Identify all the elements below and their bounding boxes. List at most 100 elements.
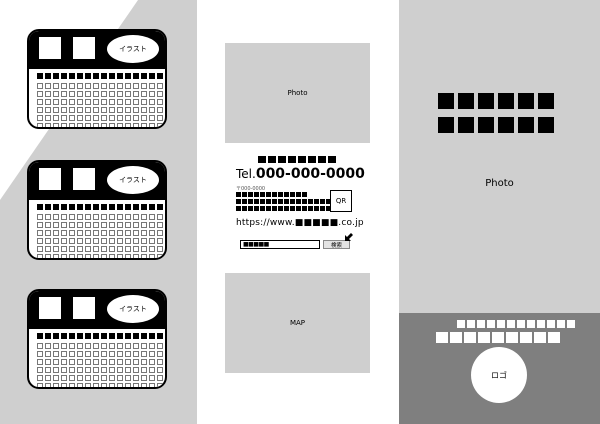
text-placeholder-cell (117, 115, 123, 121)
text-placeholder-block (266, 206, 271, 211)
text-placeholder-block (518, 93, 534, 109)
text-placeholder-block (278, 156, 286, 163)
text-placeholder-block (248, 192, 253, 197)
text-placeholder-block (314, 206, 319, 211)
text-placeholder-cell (149, 83, 155, 89)
text-placeholder-cell (93, 238, 99, 244)
text-placeholder-cell (157, 91, 163, 97)
left-panel: イラスト イラスト イラスト (0, 0, 197, 424)
text-placeholder-block (101, 333, 107, 339)
text-placeholder-cell (61, 359, 67, 365)
text-placeholder-block (538, 117, 554, 133)
text-placeholder-cell (149, 99, 155, 105)
text-placeholder-cell (61, 375, 67, 381)
website-url[interactable]: https://www.■■■■■.co.jp (236, 218, 364, 228)
text-placeholder-cell (141, 107, 147, 113)
text-placeholder-block (320, 206, 325, 211)
text-placeholder-block (133, 333, 139, 339)
text-placeholder-block (278, 192, 283, 197)
text-placeholder-cell (141, 238, 147, 244)
text-placeholder-cell (101, 254, 107, 258)
text-placeholder-block (326, 199, 331, 204)
text-placeholder-cell (45, 214, 51, 220)
text-placeholder-cell (117, 214, 123, 220)
text-placeholder-cell (101, 99, 107, 105)
text-placeholder-cell (69, 343, 75, 349)
text-placeholder-block (326, 206, 331, 211)
text-placeholder-cell (109, 359, 115, 365)
text-placeholder-block (157, 333, 163, 339)
text-placeholder-cell (117, 91, 123, 97)
text-placeholder-block (260, 206, 265, 211)
text-placeholder-cell (69, 222, 75, 228)
text-placeholder-cell (69, 115, 75, 121)
text-placeholder-cell (149, 107, 155, 113)
text-placeholder-cell (157, 99, 163, 105)
text-placeholder-cell (45, 246, 51, 252)
text-placeholder-cell (77, 222, 83, 228)
text-placeholder-cell (149, 375, 155, 381)
text-placeholder-cell (133, 343, 139, 349)
text-placeholder-block (517, 320, 525, 328)
text-placeholder-cell (101, 214, 107, 220)
text-placeholder-cell (77, 359, 83, 365)
text-placeholder-cell (85, 367, 91, 373)
text-placeholder-cell (133, 214, 139, 220)
text-placeholder-cell (149, 359, 155, 365)
text-placeholder-cell (125, 359, 131, 365)
text-placeholder-block (149, 204, 155, 210)
text-placeholder-block (254, 192, 259, 197)
text-placeholder-block (254, 206, 259, 211)
text-placeholder-cell (69, 230, 75, 236)
text-placeholder-cell (61, 230, 67, 236)
text-placeholder-block (467, 320, 475, 328)
text-placeholder-block (69, 333, 75, 339)
text-placeholder-cell (61, 343, 67, 349)
text-placeholder-cell (61, 115, 67, 121)
text-placeholder-block (141, 73, 147, 79)
text-placeholder-cell (141, 230, 147, 236)
text-placeholder-cell (157, 107, 163, 113)
text-placeholder-cell (37, 367, 43, 373)
text-placeholder-cell (77, 367, 83, 373)
text-placeholder-cell (125, 115, 131, 121)
text-placeholder-block (109, 333, 115, 339)
text-placeholder-cell (61, 383, 67, 387)
text-placeholder-cell (77, 91, 83, 97)
text-placeholder-cell (141, 115, 147, 121)
text-placeholder-block (101, 73, 107, 79)
text-placeholder-cell (133, 375, 139, 381)
text-placeholder-block (320, 199, 325, 204)
text-placeholder-cell (93, 214, 99, 220)
text-placeholder-cell (117, 230, 123, 236)
text-placeholder-cell (133, 246, 139, 252)
map-placeholder: MAP (225, 273, 370, 373)
text-placeholder-block (520, 332, 532, 343)
search-button[interactable]: 検索 (323, 240, 350, 249)
text-placeholder-block (53, 333, 59, 339)
text-placeholder-cell (69, 238, 75, 244)
text-placeholder-block (436, 332, 448, 343)
text-placeholder-cell (125, 123, 131, 127)
text-placeholder-cell (133, 238, 139, 244)
text-placeholder-cell (61, 99, 67, 105)
text-placeholder-block (117, 333, 123, 339)
text-placeholder-cell (37, 343, 43, 349)
text-placeholder-block (125, 333, 131, 339)
text-placeholder-block (458, 93, 474, 109)
text-placeholder-cell (101, 343, 107, 349)
text-placeholder-block (53, 73, 59, 79)
text-placeholder-cell (85, 254, 91, 258)
text-placeholder-block (101, 204, 107, 210)
text-placeholder-cell (45, 343, 51, 349)
text-placeholder-cell (133, 230, 139, 236)
text-placeholder-block (157, 73, 163, 79)
text-placeholder-cell (109, 83, 115, 89)
text-placeholder-cell (37, 238, 43, 244)
text-placeholder-block (278, 199, 283, 204)
text-placeholder-cell (149, 123, 155, 127)
text-placeholder-cell (93, 99, 99, 105)
text-placeholder-cell (45, 359, 51, 365)
search-input[interactable]: ■■■■■ (240, 240, 320, 249)
text-placeholder-cell (141, 123, 147, 127)
